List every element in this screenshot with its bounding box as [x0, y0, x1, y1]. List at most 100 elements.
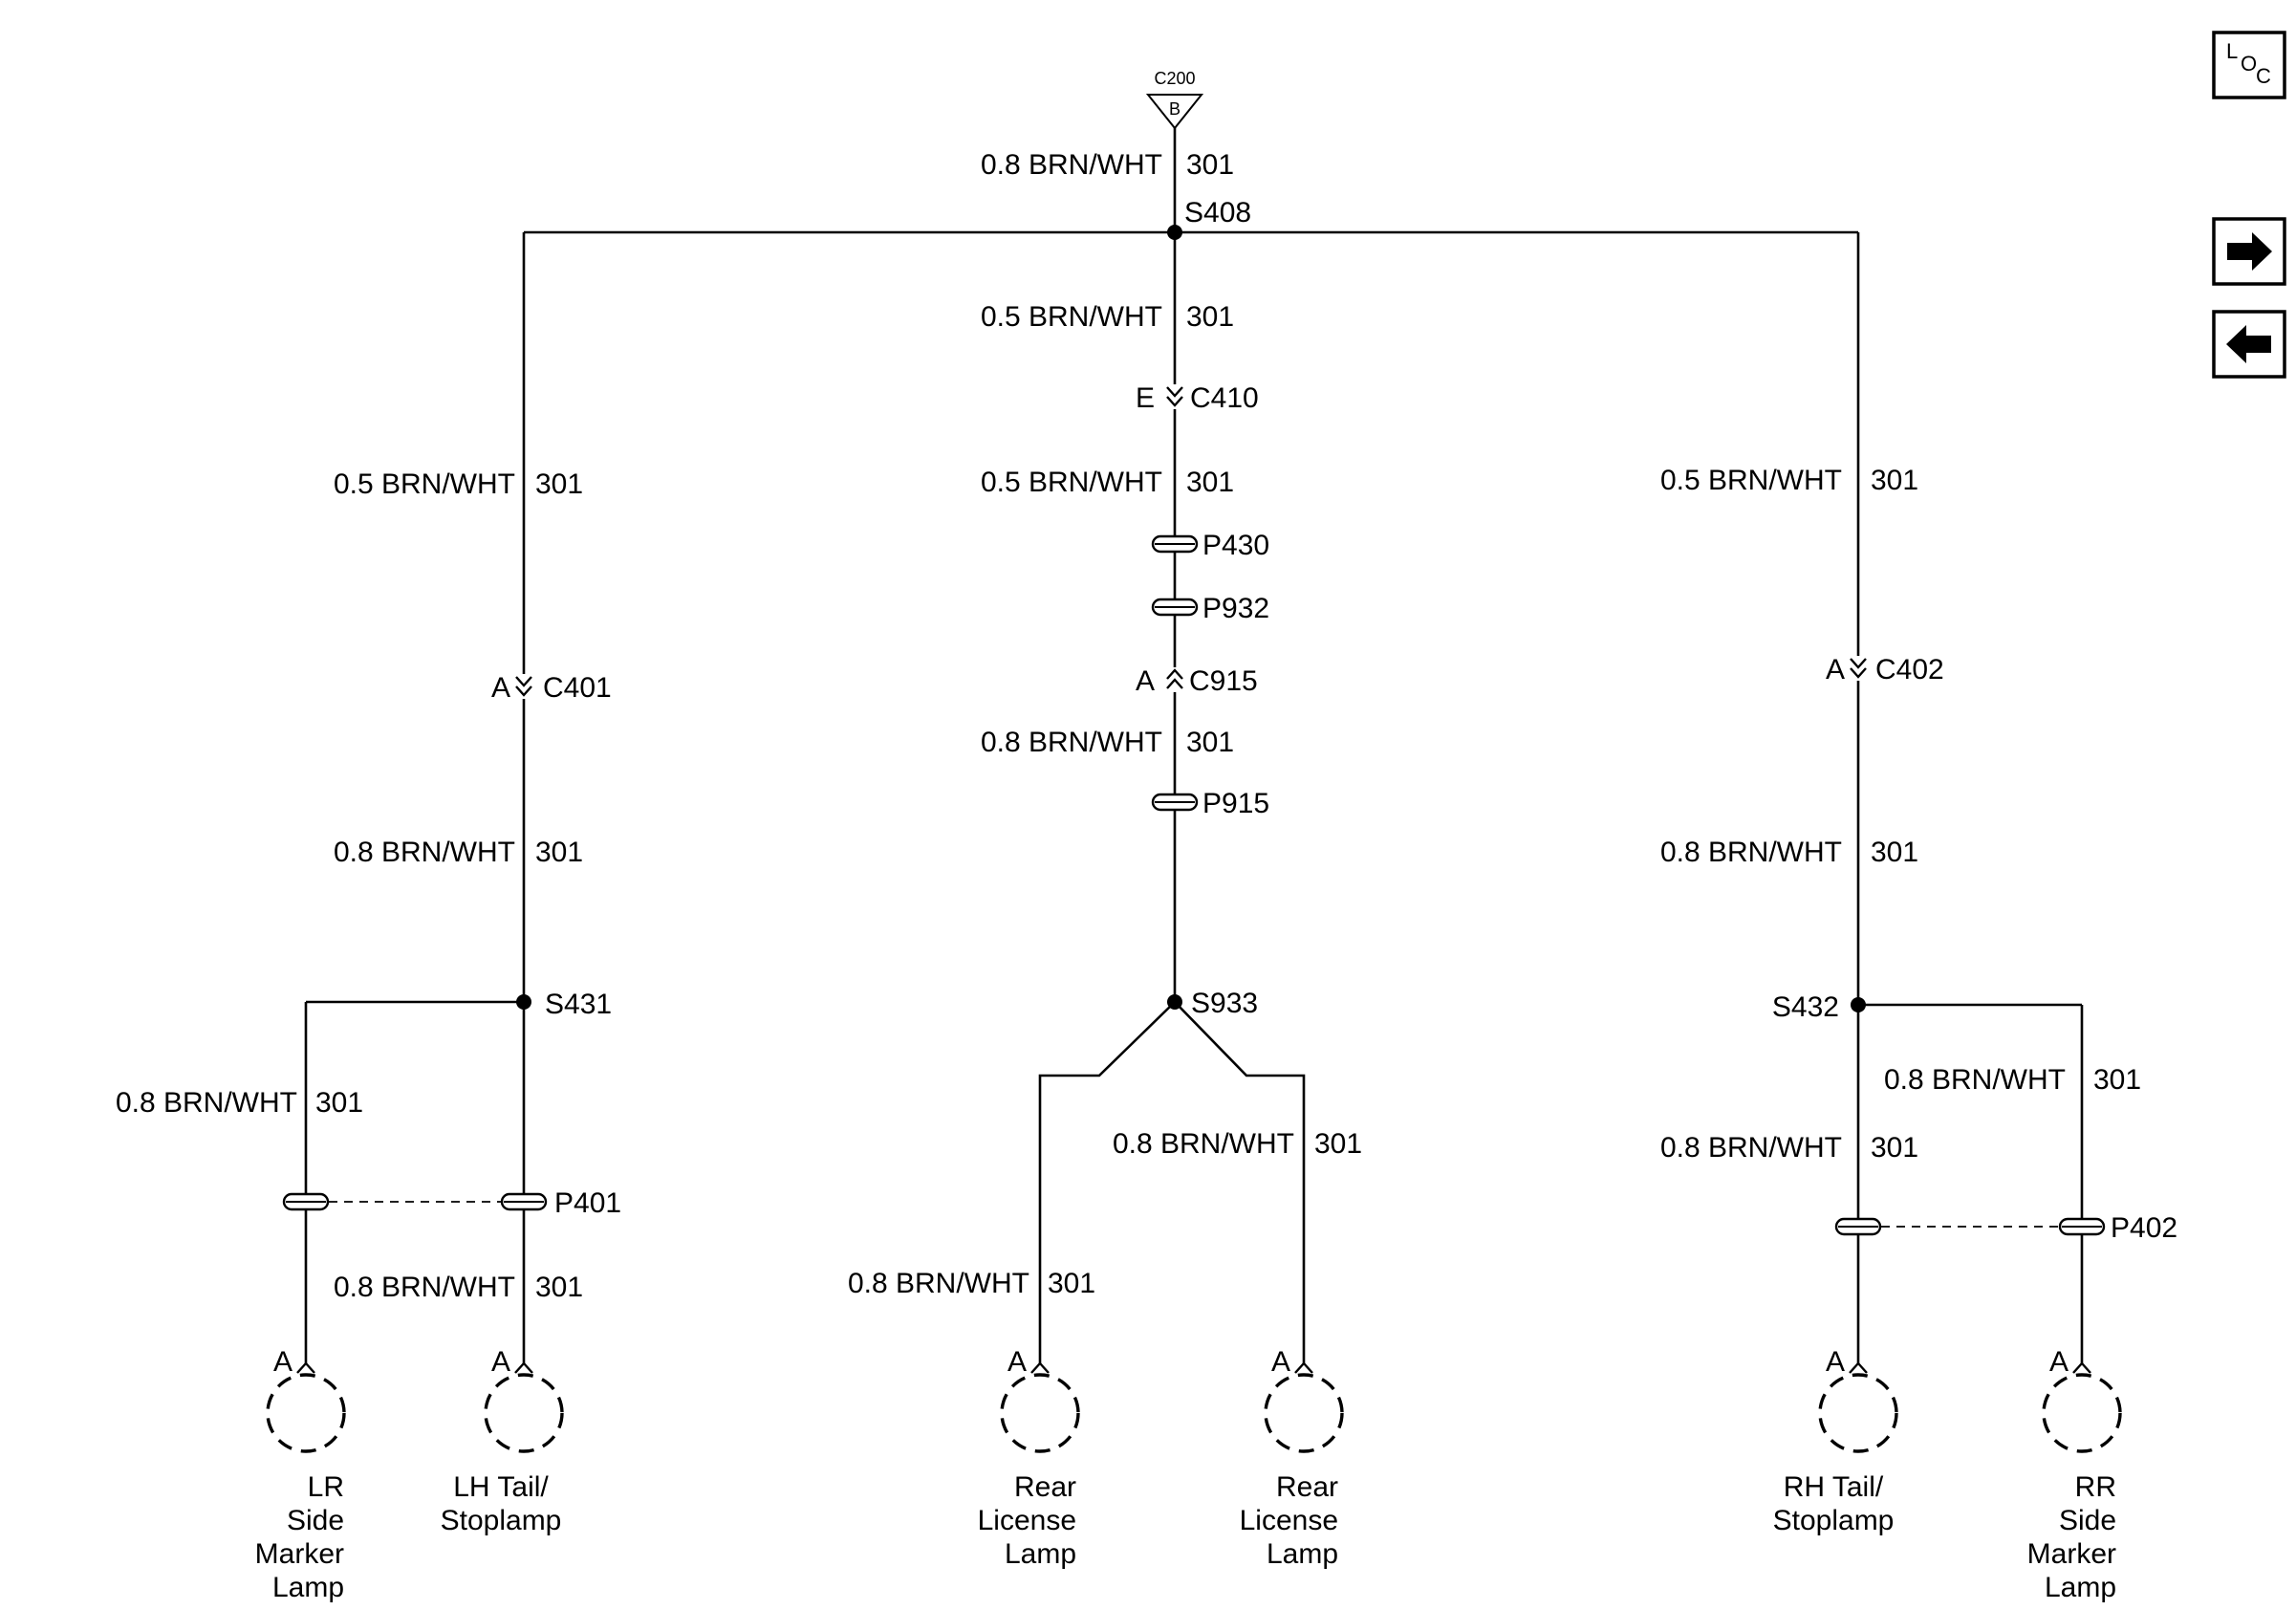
wire-network	[304, 128, 2084, 1365]
splice-dot-s933	[1167, 994, 1182, 1010]
wire-label-left-lower: 0.8 BRN/WHT	[334, 837, 515, 868]
lamp-bulb-symbol	[484, 1373, 564, 1453]
connector-pin-c402: A	[1826, 654, 1845, 685]
wire-label-left-upper: 0.5 BRN/WHT	[334, 468, 515, 500]
lamp-name-line: Rear	[1014, 1471, 1076, 1503]
wire-license-left	[1038, 1001, 1176, 1365]
wire-label-right-upper: 0.5 BRN/WHT	[1660, 465, 1842, 496]
source-connector: C200 B	[1145, 69, 1204, 130]
back-button[interactable]	[2212, 310, 2286, 379]
loc-letter-c: C	[2256, 64, 2271, 88]
wire-license-right	[1174, 1001, 1306, 1365]
connector-label-c410: C410	[1190, 382, 1259, 414]
splice-label-s431: S431	[545, 989, 612, 1020]
wire-circuit-left-upper: 301	[535, 468, 583, 500]
lamp-rh-tail-stoplamp: ARH Tail/Stoplamp	[1773, 1346, 1898, 1536]
pass-through-p915: P915	[1151, 788, 1269, 819]
loc-letter-o: O	[2241, 52, 2257, 76]
lamp-name-line: RR	[2075, 1471, 2116, 1503]
lamp-terminal	[514, 1361, 533, 1374]
splice-dot-s408	[1167, 225, 1182, 240]
arrow-right-icon	[2227, 232, 2272, 271]
splice-dot-s431	[516, 994, 531, 1010]
pass-through-p430: P430	[1151, 530, 1269, 561]
lamp-terminal	[1294, 1361, 1313, 1374]
lamp-bulb-symbol	[1000, 1373, 1080, 1453]
navigation: L O C	[2212, 31, 2286, 379]
pass-through-label-p401: P401	[554, 1187, 621, 1219]
connector-pin-c915: A	[1136, 665, 1155, 697]
connector-c410: E C410	[1136, 382, 1259, 414]
location-button[interactable]: L O C	[2212, 31, 2286, 99]
connector-c402: A C402	[1826, 654, 1944, 685]
lamp-bulb-symbol	[2042, 1373, 2122, 1453]
pass-through-p401: P401	[282, 1187, 621, 1219]
wire-circuit-right-lower: 301	[1871, 837, 1918, 868]
wire-circuit-license-right: 301	[1314, 1128, 1362, 1160]
lamp-bulb-symbol	[1818, 1373, 1898, 1453]
source-connector-pin: B	[1169, 99, 1180, 119]
source-connector-id: C200	[1154, 69, 1195, 88]
wire-label-right-lower: 0.8 BRN/WHT	[1660, 837, 1842, 868]
lamp-terminal	[1849, 1361, 1868, 1374]
lamp-bulb-symbol	[1264, 1373, 1344, 1453]
connector-label-c915: C915	[1189, 665, 1258, 697]
lamp-terminal	[2072, 1361, 2091, 1374]
lamp-lh-tail-stoplamp: ALH Tail/Stoplamp	[441, 1346, 564, 1536]
splice-label-s408: S408	[1184, 197, 1251, 228]
wire-label-left-branch: 0.8 BRN/WHT	[116, 1087, 297, 1119]
wire-labels: 0.8 BRN/WHT 301 0.5 BRN/WHT 301 0.5 BRN/…	[116, 149, 2141, 1303]
wire-circuit-center-mid: 301	[1186, 467, 1234, 498]
wire-circuit-left-branch: 301	[315, 1087, 363, 1119]
lamp-bulb-symbol	[266, 1373, 346, 1453]
pass-throughs: P430 P932 P915 P401 P402	[282, 530, 2177, 1244]
pass-through-label-p932: P932	[1202, 593, 1269, 624]
lamp-pin-label: A	[1271, 1346, 1290, 1378]
splice-label-s933: S933	[1191, 988, 1258, 1019]
pass-through-label-p402: P402	[2111, 1212, 2177, 1244]
lamp-terminal	[1030, 1361, 1050, 1374]
splice-dot-s432	[1851, 997, 1866, 1012]
wire-label-license-right: 0.8 BRN/WHT	[1113, 1128, 1294, 1160]
wire-circuit-source: 301	[1186, 149, 1234, 181]
connector-label-c401: C401	[543, 672, 612, 704]
lamp-name-line: LR	[308, 1471, 344, 1503]
inline-connectors: E C410 A C401 A C915 A C402	[491, 382, 1944, 704]
lamp-name-line: RH Tail/	[1784, 1471, 1884, 1503]
wire-label-right-to-tail: 0.8 BRN/WHT	[1660, 1132, 1842, 1164]
lamp-name-line: Stoplamp	[441, 1505, 562, 1536]
connector-pin-c410: E	[1136, 382, 1155, 414]
wire-circuit-center-upper: 301	[1186, 301, 1234, 333]
wire-circuit-license-left: 301	[1048, 1268, 1095, 1299]
lamp-name-line: LH Tail/	[453, 1471, 549, 1503]
pass-through-p402: P402	[1834, 1212, 2177, 1244]
forward-button[interactable]	[2212, 217, 2286, 286]
lamp-name-line: Lamp	[1267, 1538, 1338, 1570]
splice-label-s432: S432	[1772, 991, 1839, 1023]
lamp-pin-label: A	[273, 1346, 292, 1378]
wire-label-center-mid: 0.5 BRN/WHT	[981, 467, 1162, 498]
lamp-name-line: Rear	[1276, 1471, 1338, 1503]
lamp-name-line: Lamp	[2045, 1572, 2116, 1603]
connector-c915: A C915	[1136, 665, 1258, 697]
lamp-name-line: License	[1240, 1505, 1338, 1536]
source-connector-symbol	[1145, 94, 1204, 130]
pass-through-label-p915: P915	[1202, 788, 1269, 819]
wire-label-license-left: 0.8 BRN/WHT	[848, 1268, 1029, 1299]
lamp-name-line: Side	[2059, 1505, 2116, 1536]
lamp-pin-label: A	[1826, 1346, 1845, 1378]
wire-label-center-upper: 0.5 BRN/WHT	[981, 301, 1162, 333]
pass-through-label-p430: P430	[1202, 530, 1269, 561]
wire-label-source: 0.8 BRN/WHT	[981, 149, 1162, 181]
lamp-name-line: Side	[287, 1505, 344, 1536]
wire-circuit-left-to-lamp: 301	[535, 1272, 583, 1303]
lamp-name-line: Marker	[255, 1538, 344, 1570]
connector-label-c402: C402	[1875, 654, 1944, 685]
arrow-left-icon	[2226, 325, 2271, 363]
wire-circuit-right-branch: 301	[2093, 1064, 2141, 1096]
wire-circuit-right-upper: 301	[1871, 465, 1918, 496]
